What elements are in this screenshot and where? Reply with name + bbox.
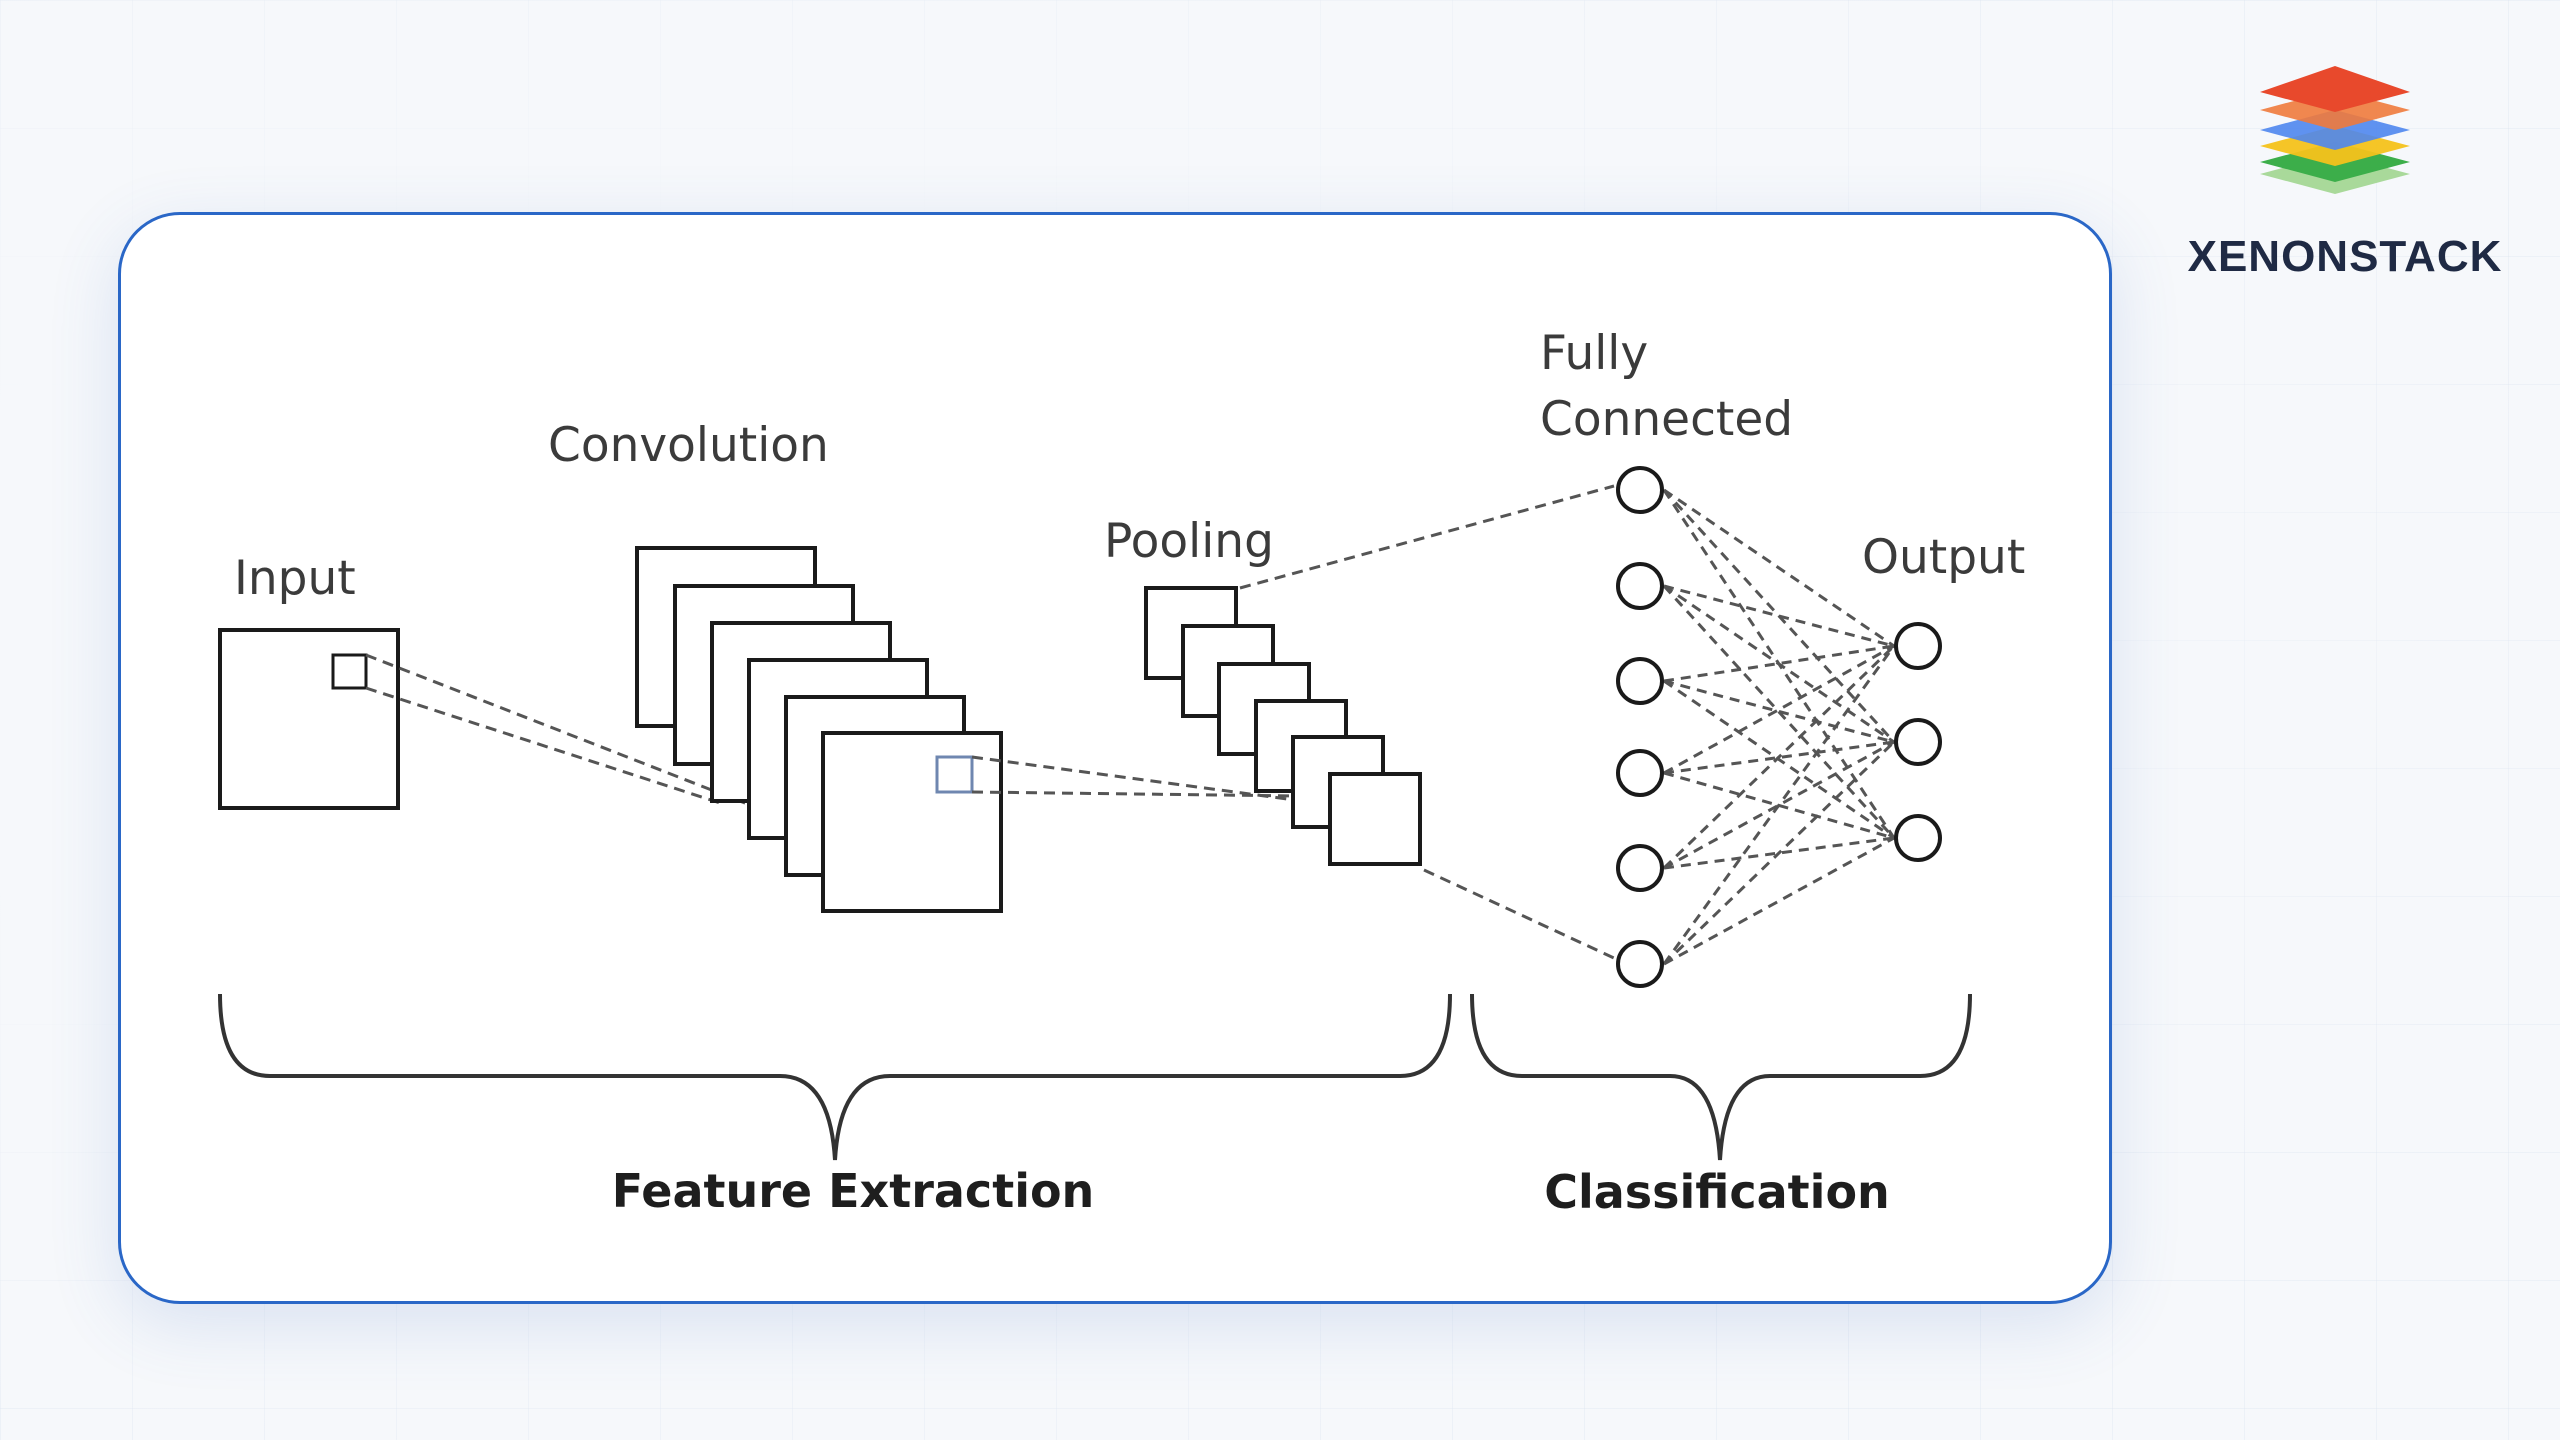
output-neuron-2 xyxy=(1894,718,1942,766)
logo-layer-stack-icon xyxy=(2260,66,2410,194)
fc-to-output-connections xyxy=(1662,488,1896,966)
conv-map-6 xyxy=(821,731,1003,913)
input-layer xyxy=(218,628,400,810)
output-neuron-1 xyxy=(1894,622,1942,670)
output-neurons xyxy=(1894,622,1942,862)
conv-receptive-field xyxy=(935,755,974,794)
fc-neuron-3 xyxy=(1616,657,1664,705)
brand-name: XENONSTACK xyxy=(2187,232,2503,281)
output-neuron-3 xyxy=(1894,814,1942,862)
classification-brace xyxy=(1470,993,1972,1161)
feature-extraction-brace xyxy=(218,993,1452,1161)
fc-neuron-1 xyxy=(1616,466,1664,514)
convolution-label: Convolution xyxy=(548,418,829,473)
pool-map-6 xyxy=(1328,772,1422,866)
pooling-maps xyxy=(1144,586,1422,866)
convolution-to-pooling-lines xyxy=(971,755,1356,810)
fully-connected-neurons xyxy=(1616,466,1664,988)
fully-connected-label-line1: Fully xyxy=(1540,326,1648,381)
input-label: Input xyxy=(234,551,356,606)
convolution-feature-maps xyxy=(635,546,1003,913)
output-label: Output xyxy=(1862,530,2025,585)
pooling-label: Pooling xyxy=(1104,514,1274,569)
xenonstack-logo xyxy=(2260,66,2410,194)
fc-neuron-5 xyxy=(1616,844,1664,892)
input-receptive-field xyxy=(331,653,368,690)
fc-neuron-4 xyxy=(1616,749,1664,797)
fc-neuron-2 xyxy=(1616,562,1664,610)
fully-connected-label-line2: Connected xyxy=(1540,392,1793,447)
classification-label: Classification xyxy=(1544,1165,1890,1219)
pooling-to-fc-lines xyxy=(1239,484,1615,960)
fc-neuron-6 xyxy=(1616,940,1664,988)
feature-extraction-label: Feature Extraction xyxy=(612,1164,1095,1218)
